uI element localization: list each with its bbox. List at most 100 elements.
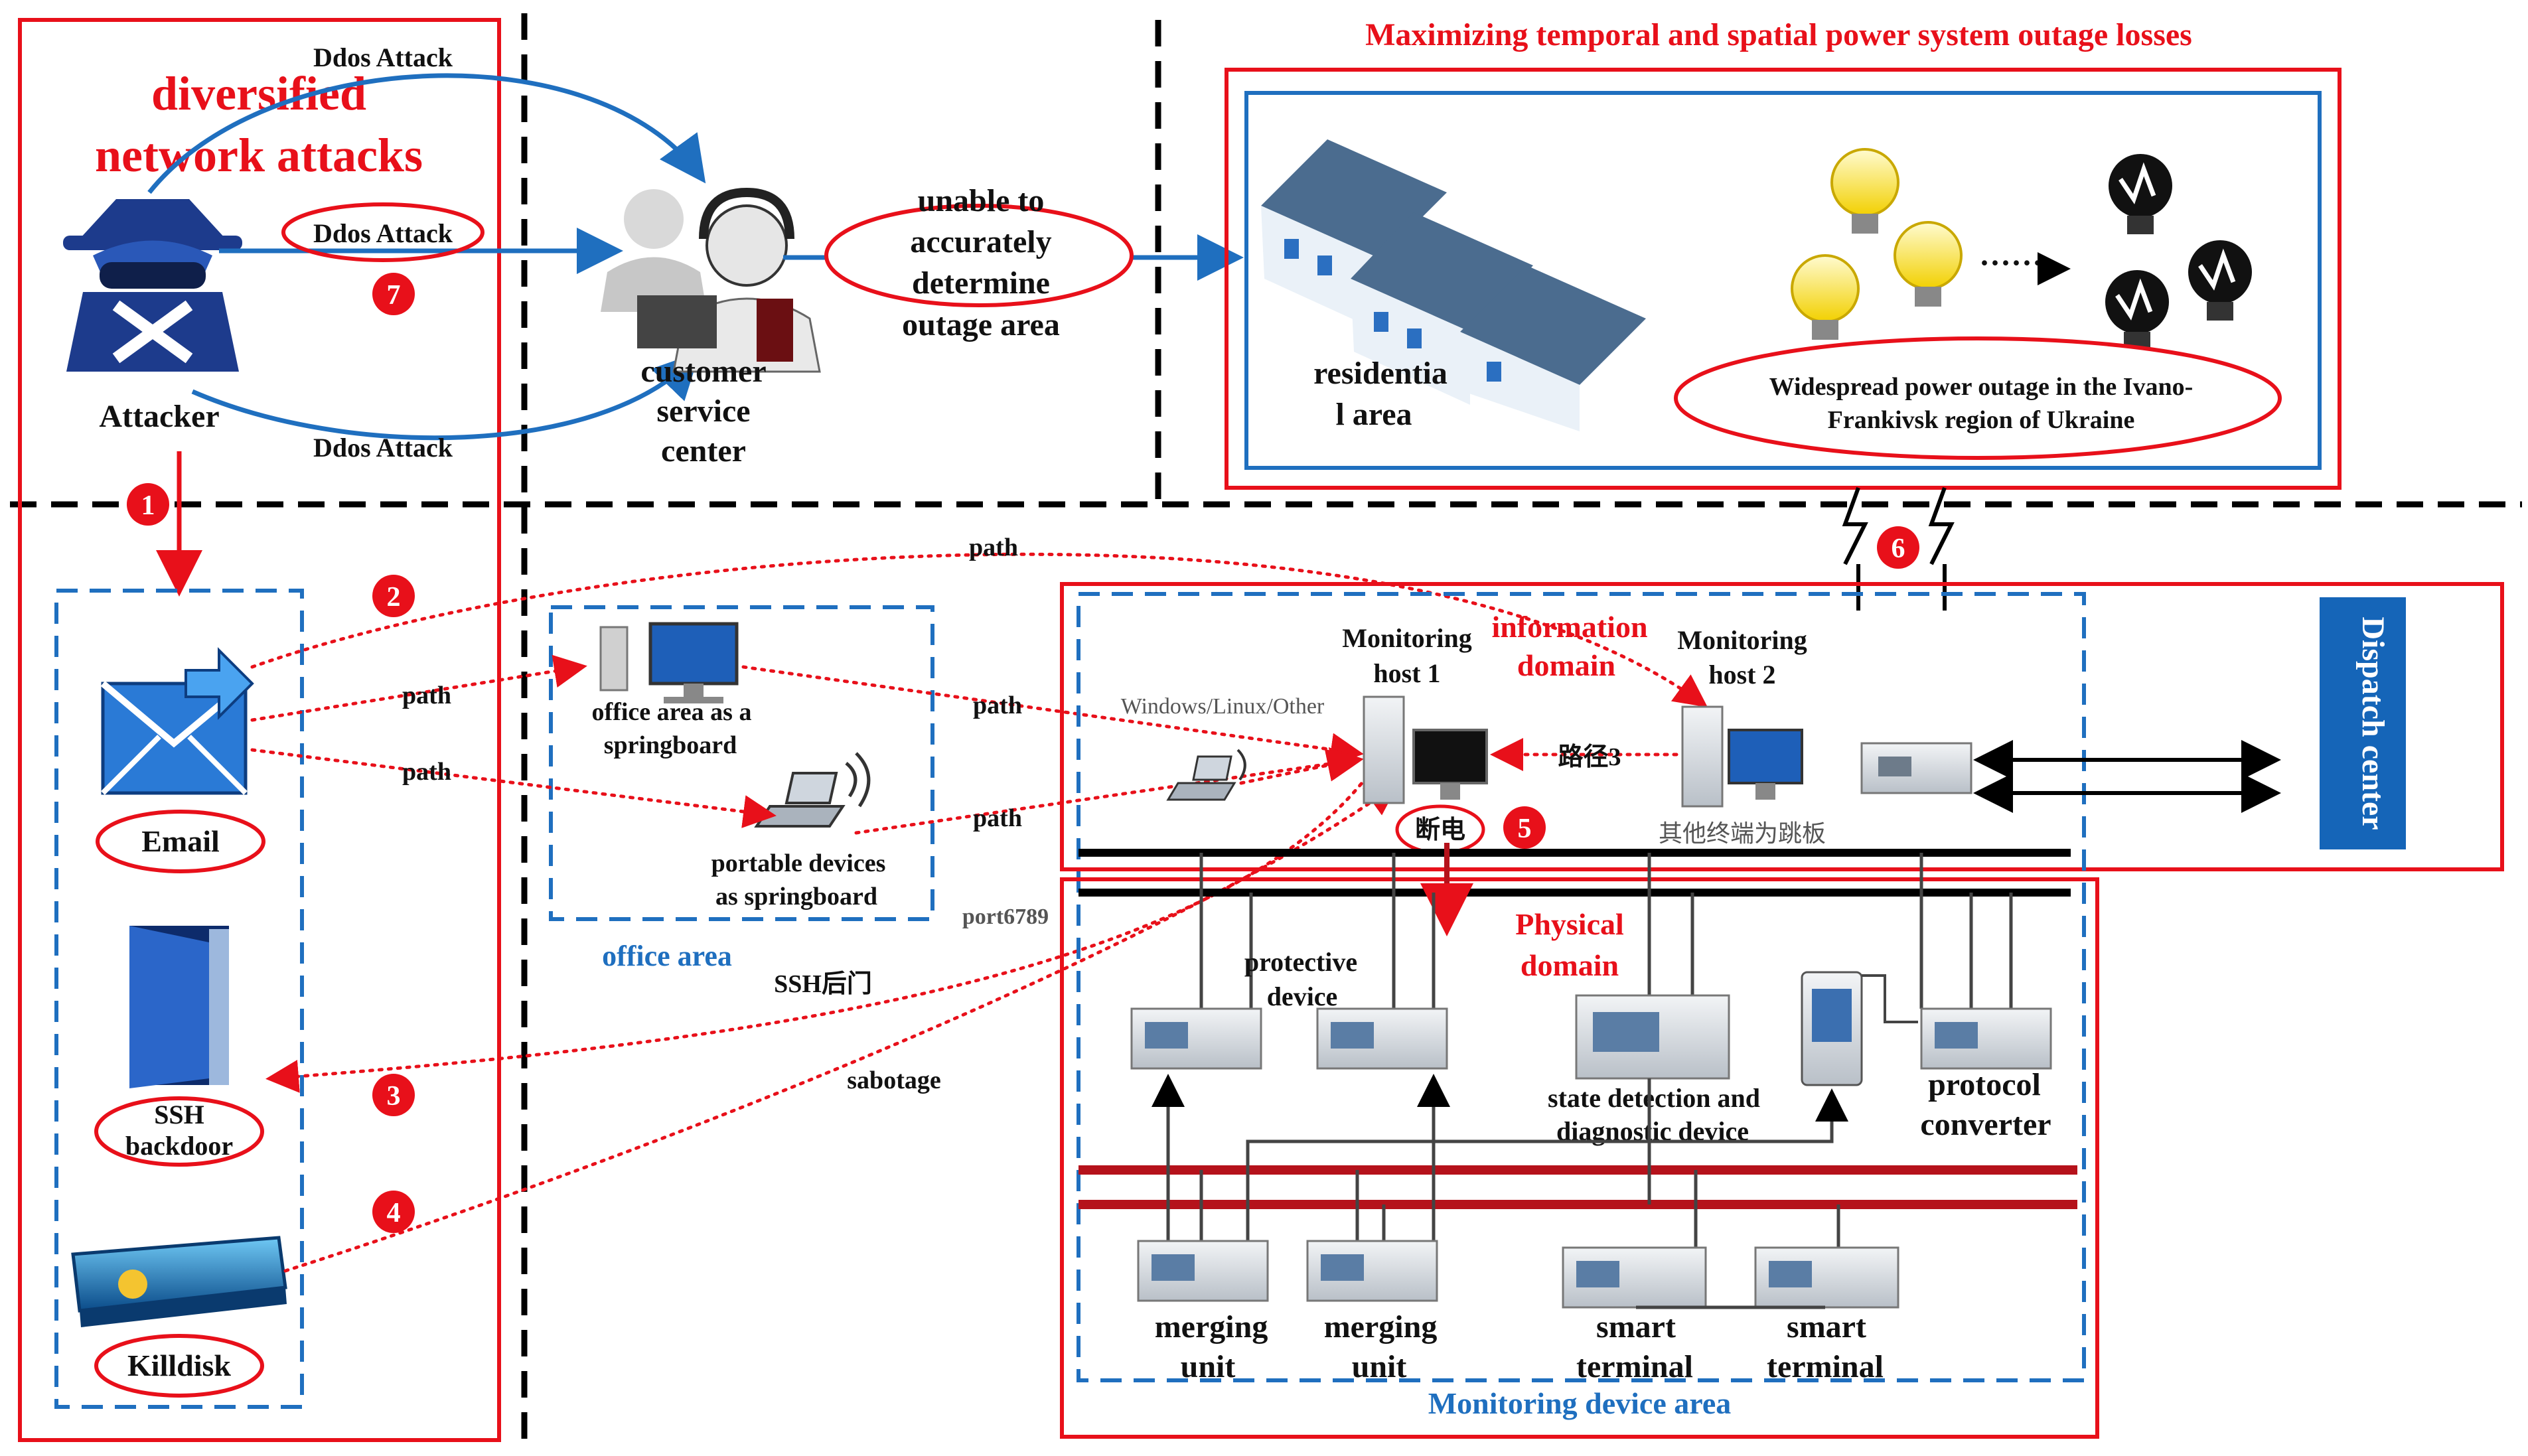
switch-device-icon: [1860, 742, 1972, 794]
outage-panel-inner: [1244, 91, 2322, 470]
handheld-terminal-icon: [1801, 971, 1863, 1086]
step-3-badge: [372, 1074, 415, 1116]
bus-drops: [1199, 853, 2013, 1009]
widespread-line2: Frankivsk region of Ukraine: [1828, 406, 2135, 434]
attacker-label: Attacker: [99, 399, 219, 434]
smart-terminal-1: [1562, 1246, 1707, 1309]
path-label-portable: path: [973, 804, 1022, 832]
smart-terminal-2-line1: smart: [1787, 1309, 1866, 1345]
office-area-box: [549, 605, 934, 921]
step-2-number: 2: [387, 582, 401, 613]
ddos-middle-oval: [281, 202, 484, 262]
host1-line2: host 1: [1373, 658, 1440, 688]
step-2-badge: [372, 575, 415, 617]
ddos-arrow-top: [147, 73, 706, 194]
attack-paths: [250, 552, 1708, 1273]
laptop-icon: [754, 752, 871, 828]
sabotage-label: sabotage: [847, 1066, 940, 1094]
step-6-number: 6: [1892, 534, 1905, 564]
dark-bulbs-icon: [2105, 154, 2252, 350]
email-oval: [96, 810, 265, 873]
killdisk-oval: [94, 1334, 264, 1398]
smart-terminal-2: [1754, 1246, 1899, 1309]
step-1-badge: [127, 483, 169, 526]
office-springboard-line1: office area as a: [592, 698, 752, 726]
customer-service-line3: center: [661, 433, 746, 469]
path-label-email1: path: [402, 682, 451, 709]
state-detection-device: [1575, 994, 1730, 1080]
other-terminal-label: 其他终端为跳板: [1659, 820, 1826, 847]
outage-panel-outer: [1225, 68, 2342, 490]
step-7-number: 7: [387, 280, 401, 311]
ddos-label-top: Ddos Attack: [313, 42, 453, 72]
headline-top: Maximizing temporal and spatial power sy…: [1365, 17, 2192, 52]
desktop-computer-icon: [599, 622, 739, 703]
step-3-number: 3: [387, 1081, 401, 1112]
lightning-icon: [1842, 486, 1955, 611]
customer-service-line2: service: [656, 394, 750, 429]
monitoring-device-area-label: Monitoring device area: [1428, 1386, 1732, 1420]
attacker-title-line2: network attacks: [95, 129, 423, 182]
ssh-oval: [94, 1096, 264, 1167]
protective-device-line1: protective: [1244, 947, 1357, 977]
lit-bulbs-icon: [1791, 148, 1963, 340]
portable-devices-line1: portable devices: [711, 849, 886, 877]
customer-service-line1: customer: [640, 354, 766, 389]
attacker-panel: [18, 18, 501, 1442]
step-4-badge: [372, 1191, 415, 1233]
office-springboard-line2: springboard: [604, 731, 737, 759]
separator-lines: [10, 13, 2522, 1447]
smart-terminal-1-line1: smart: [1596, 1309, 1676, 1345]
outage-dots: ······: [1979, 246, 2043, 281]
protective-device-line2: device: [1267, 982, 1338, 1011]
ssh-label-line2: backdoor: [125, 1131, 233, 1161]
email-label: Email: [141, 824, 220, 858]
merging-unit-1: [1137, 1240, 1269, 1302]
path-email-to-office: [250, 654, 587, 722]
hard-disk-icon: [71, 1236, 287, 1327]
merging-unit-2-line1: merging: [1324, 1309, 1438, 1345]
unable-line3: determine: [912, 265, 1050, 301]
path3-cn-label: 路径3: [1558, 743, 1621, 771]
widespread-oval: [1674, 336, 2282, 460]
residential-line1: residentia: [1313, 356, 1448, 391]
port-label: port6789: [962, 905, 1049, 929]
info-domain-line2: domain: [1517, 648, 1615, 682]
information-inner-box: [1077, 592, 2086, 1382]
office-area-label: office area: [602, 940, 732, 972]
info-domain-line1: information: [1491, 610, 1647, 644]
ssh-label-line1: SSH: [154, 1100, 204, 1129]
customer-service-icon: [601, 187, 821, 373]
door-icon: [129, 926, 229, 1088]
unable-line2: accurately: [910, 224, 1051, 259]
step-1-number: 1: [141, 490, 155, 521]
path-portable-to-host1: [854, 747, 1364, 835]
unable-line4: outage area: [902, 307, 1060, 342]
physical-domain-line1: Physical: [1515, 907, 1624, 941]
path-label-email2: path: [402, 758, 451, 786]
path-killdisk-to-host1: [283, 782, 1400, 1273]
protective-device-1: [1130, 1007, 1262, 1070]
residential-line2: l area: [1335, 397, 1412, 432]
path-label-office: path: [973, 692, 1022, 719]
host2-line2: host 2: [1708, 660, 1775, 690]
terminal-link: [1862, 974, 1918, 1023]
smart-terminal-1-line2: terminal: [1576, 1349, 1693, 1384]
host1-line1: Monitoring: [1342, 623, 1472, 653]
path-laptop-to-host1: [1239, 749, 1361, 785]
merging-unit-2-line2: unit: [1352, 1349, 1407, 1384]
step-5-badge: [1503, 806, 1546, 849]
physical-domain-line2: domain: [1521, 948, 1619, 982]
protocol-converter-device: [1920, 1007, 2052, 1070]
protective-device-2: [1316, 1007, 1448, 1070]
path-label-top: path: [969, 534, 1018, 561]
os-label: Windows/Linux/Other: [1121, 694, 1325, 719]
ssh-cn-label: SSH后门: [774, 970, 872, 998]
unable-line1: unable to: [918, 183, 1045, 218]
portable-devices-line2: as springboard: [715, 883, 877, 910]
step-5-number: 5: [1518, 814, 1532, 844]
host2-line1: Monitoring: [1677, 625, 1807, 655]
physical-domain-panel: [1060, 877, 2099, 1439]
step-6-badge: [1877, 526, 1919, 569]
dispatch-center-label: Dispatch center: [2355, 617, 2391, 830]
